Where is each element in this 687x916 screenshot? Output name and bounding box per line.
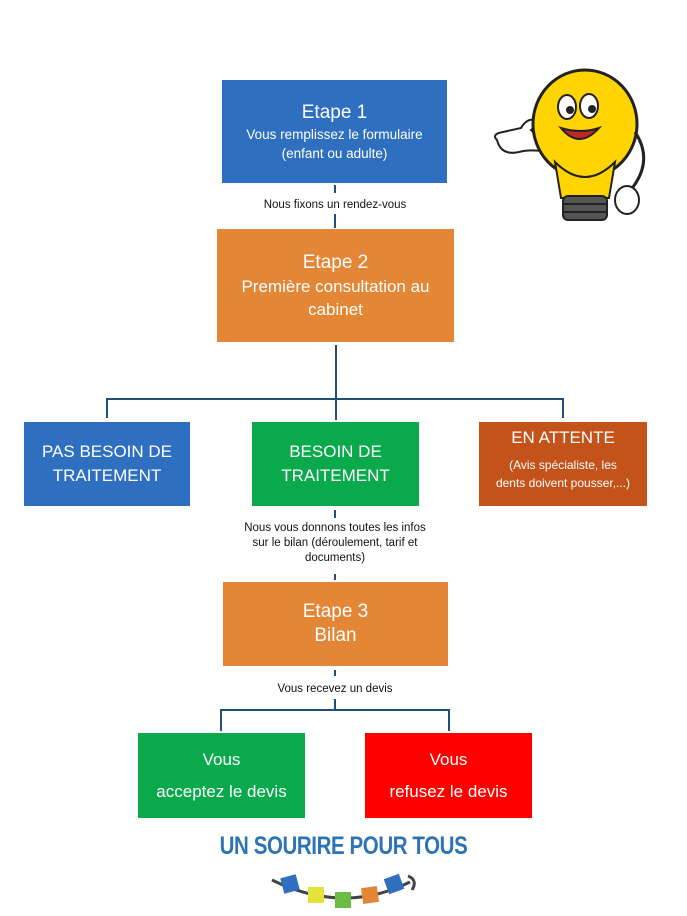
refuse-quote-box: Vous refusez le devis xyxy=(365,733,532,818)
treatment-line1: BESOIN DE xyxy=(289,442,382,461)
link3-label: Vous recevez un devis xyxy=(277,683,393,695)
step1-line2: (enfant ou adulte) xyxy=(281,145,388,161)
treatment-box: BESOIN DE TRAITEMENT xyxy=(252,422,419,506)
treatment-line2: TRAITEMENT xyxy=(281,466,390,485)
link2-line2: sur le bilan (déroulement, tarif et xyxy=(252,537,418,549)
waiting-line1: (Avis spécialiste, les xyxy=(509,458,617,472)
connector xyxy=(334,670,336,676)
no-treatment-line1: PAS BESOIN DE xyxy=(41,442,173,461)
brand-name: UN SOURIRE POUR TOUS xyxy=(219,832,468,860)
waiting-title: EN ATTENTE xyxy=(511,428,615,447)
step2-line2: cabinet xyxy=(308,299,363,319)
step2-title: Etape 2 xyxy=(302,251,369,273)
lightbulb-mascot-icon xyxy=(485,62,660,227)
connector xyxy=(334,699,336,711)
waiting-box: EN ATTENTE (Avis spécialiste, les dents … xyxy=(479,422,647,506)
connector xyxy=(335,345,337,420)
waiting-line2: dents doivent pousser,...) xyxy=(495,476,631,490)
step1-line1: Vous remplissez le formulaire xyxy=(246,126,423,142)
link2-line1: Nous vous donnons toutes les infos xyxy=(244,522,426,534)
accept-quote-box: Vous acceptez le devis xyxy=(138,733,305,818)
accept-line1: Vous xyxy=(202,749,241,769)
step3-box: Etape 3 Bilan xyxy=(223,582,448,666)
step3-title: Etape 3 xyxy=(302,601,369,622)
connector xyxy=(448,709,450,731)
refuse-line2: refusez le devis xyxy=(389,781,508,801)
step1-title: Etape 1 xyxy=(301,101,368,123)
refuse-line1: Vous xyxy=(429,749,468,769)
connector xyxy=(334,185,336,193)
step3-line1: Bilan xyxy=(314,625,357,646)
connector xyxy=(106,398,564,400)
no-treatment-box: PAS BESOIN DE TRAITEMENT xyxy=(24,422,190,506)
accept-line2: acceptez le devis xyxy=(156,781,287,801)
connector xyxy=(334,574,336,580)
connector xyxy=(220,709,450,711)
step2-box: Etape 2 Première consultation au cabinet xyxy=(217,229,454,342)
no-treatment-line2: TRAITEMENT xyxy=(52,466,162,485)
link2-line3: documents) xyxy=(304,552,366,564)
step1-box: Etape 1 Vous remplissez le formulaire (e… xyxy=(222,80,447,183)
connector xyxy=(562,398,564,418)
connector xyxy=(334,214,336,228)
link2-label: Nous vous donnons toutes les infos sur l… xyxy=(190,521,480,566)
link1-label: Nous fixons un rendez-vous xyxy=(263,199,407,211)
smile-beads-icon xyxy=(268,870,423,910)
step2-line1: Première consultation au xyxy=(241,276,430,296)
connector xyxy=(334,510,336,518)
connector xyxy=(106,398,108,418)
connector xyxy=(220,709,222,731)
